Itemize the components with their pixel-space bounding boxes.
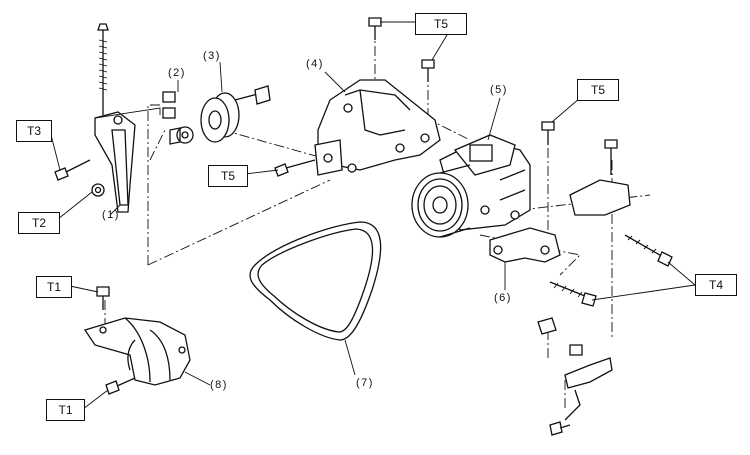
drive-belt-part-7 (249, 221, 382, 341)
bolt-t5-right (541, 121, 555, 145)
part-number-7: (7) (356, 377, 374, 389)
callout-t1-top: T1 (36, 276, 72, 298)
part-number-8: (8) (210, 379, 228, 391)
lower-bracket-part-6 (489, 227, 561, 263)
part-number-5: (5) (490, 84, 508, 96)
bolts-t5-top (368, 17, 435, 82)
part-number-1: (1) (102, 209, 120, 221)
belt-cover-part-8 (83, 317, 191, 386)
callout-t4: T4 (695, 274, 737, 296)
idler-pulley-part-3 (200, 85, 271, 143)
callout-t3: T3 (16, 120, 52, 142)
bolt-t5-left (274, 159, 316, 177)
part-number-4: (4) (306, 58, 324, 70)
callout-t2: T2 (18, 212, 60, 234)
bolt-t3 (54, 159, 91, 181)
compressor-part-5 (411, 134, 531, 238)
callout-t5-right: T5 (577, 79, 619, 101)
bolts-t1 (96, 286, 136, 395)
idler-bracket-part-1 (94, 23, 161, 213)
spacer-stack-part-2 (162, 91, 194, 145)
callout-t5-top: T5 (415, 13, 467, 35)
part-number-6: (6) (494, 292, 512, 304)
callout-t5-left: T5 (208, 165, 248, 187)
bolts-t4 (549, 234, 673, 307)
compressor-bracket-part-4 (314, 79, 441, 176)
side-bracket (569, 139, 631, 216)
callout-t1-bottom: T1 (46, 399, 85, 421)
nut-t2 (91, 183, 105, 197)
part-number-2: (2) (168, 67, 186, 79)
lower-right-bracket (537, 317, 613, 436)
part-number-3: (3) (203, 50, 221, 62)
